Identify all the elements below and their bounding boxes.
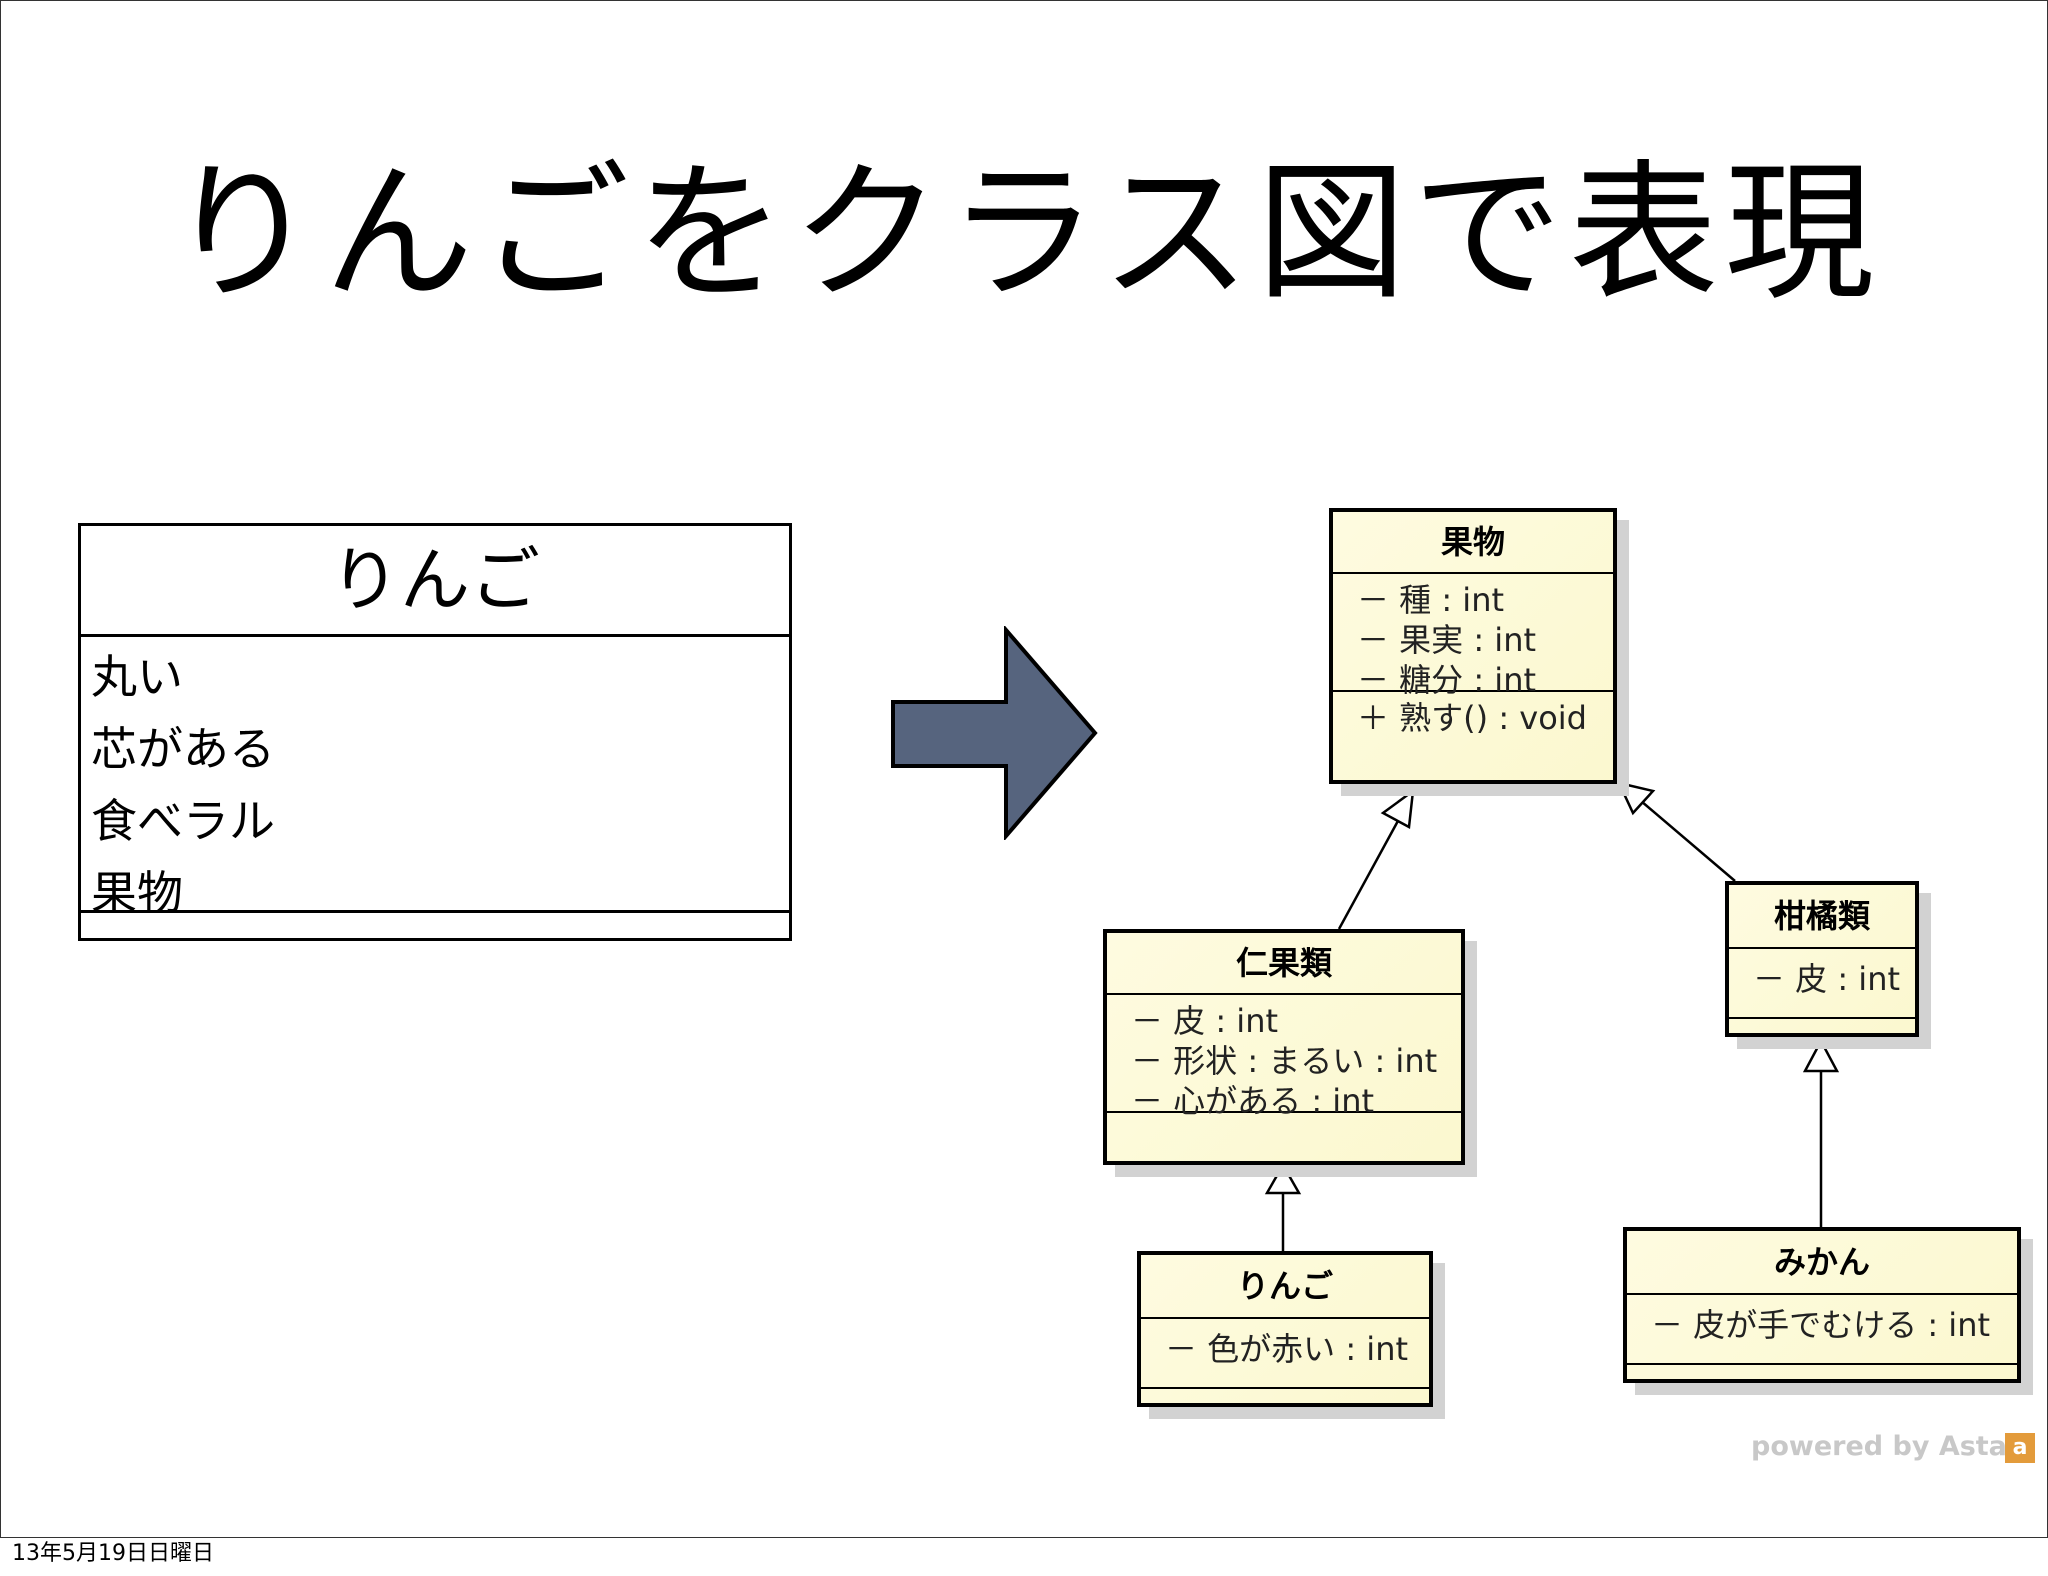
- simple-class-attribute: 食べラル: [91, 794, 275, 848]
- uml-attribute: － 果実 : int: [1357, 621, 1537, 659]
- uml-attributes: － 色が赤い : int: [1141, 1319, 1429, 1389]
- uml-class-fruit: 果物 － 種 : int － 果実 : int － 糖分 : int ＋ 熟す(…: [1329, 508, 1617, 784]
- uml-class-name: 柑橘類: [1729, 885, 1915, 949]
- uml-attribute: － 皮 : int: [1753, 960, 1901, 998]
- uml-class-name: みかん: [1627, 1231, 2017, 1295]
- uml-attributes: － 皮 : int: [1729, 949, 1915, 1019]
- simple-class-attributes: 丸い 芯がある 食べラル 果物: [81, 637, 789, 920]
- uml-class-name: 仁果類: [1107, 933, 1461, 995]
- uml-class-apple: りんご － 色が赤い : int: [1137, 1251, 1433, 1407]
- uml-attribute: － 形状 : まるい : int: [1131, 1042, 1438, 1080]
- uml-operations: [1729, 1019, 1915, 1029]
- uml-attributes: － 皮が手でむける : int: [1627, 1295, 2017, 1365]
- uml-attributes: － 皮 : int － 形状 : まるい : int － 心がある : int: [1107, 995, 1461, 1120]
- uml-class-citrus: 柑橘類 － 皮 : int: [1725, 881, 1919, 1037]
- uml-attributes: － 種 : int － 果実 : int － 糖分 : int: [1333, 574, 1613, 699]
- simple-class-name: りんご: [81, 526, 789, 637]
- uml-operation: ＋ 熟す() : void: [1357, 699, 1587, 737]
- uml-attribute: － 糖分 : int: [1357, 661, 1537, 699]
- uml-class-name: 果物: [1333, 512, 1613, 574]
- simple-class-attribute: 丸い: [91, 650, 183, 704]
- uml-class-pome: 仁果類 － 皮 : int － 形状 : まるい : int － 心がある : …: [1103, 929, 1465, 1165]
- uml-attribute: － 種 : int: [1357, 581, 1505, 619]
- uml-attribute: － 色が赤い : int: [1165, 1330, 1409, 1368]
- generalization-connectors: [1264, 781, 1840, 1251]
- slide: りんごをクラス図で表現 りんご 丸い 芯がある 食べラル 果物 果物 － 種 :…: [0, 0, 2048, 1538]
- uml-operations: ＋ 熟す() : void: [1333, 692, 1613, 742]
- right-arrow-icon: [891, 626, 1098, 840]
- uml-operations: [1627, 1365, 2017, 1375]
- simple-class-attribute: 果物: [91, 866, 183, 920]
- simple-class-box: りんご 丸い 芯がある 食べラル 果物: [78, 523, 792, 941]
- uml-class-name: りんご: [1141, 1255, 1429, 1319]
- powered-by-watermark: powered by Astah: [1751, 1431, 2027, 1462]
- uml-class-mikan: みかん － 皮が手でむける : int: [1623, 1227, 2021, 1383]
- uml-attribute: － 心がある : int: [1131, 1082, 1375, 1120]
- footer-date: 13年5月19日日曜日: [12, 1541, 214, 1566]
- astah-logo-icon: a: [2005, 1433, 2035, 1463]
- uml-attribute: － 皮 : int: [1131, 1002, 1279, 1040]
- slide-title: りんごをクラス図で表現: [167, 147, 1881, 321]
- simple-class-attribute: 芯がある: [91, 722, 275, 776]
- uml-operations: [1141, 1389, 1429, 1399]
- uml-attribute: － 皮が手でむける : int: [1651, 1306, 1991, 1344]
